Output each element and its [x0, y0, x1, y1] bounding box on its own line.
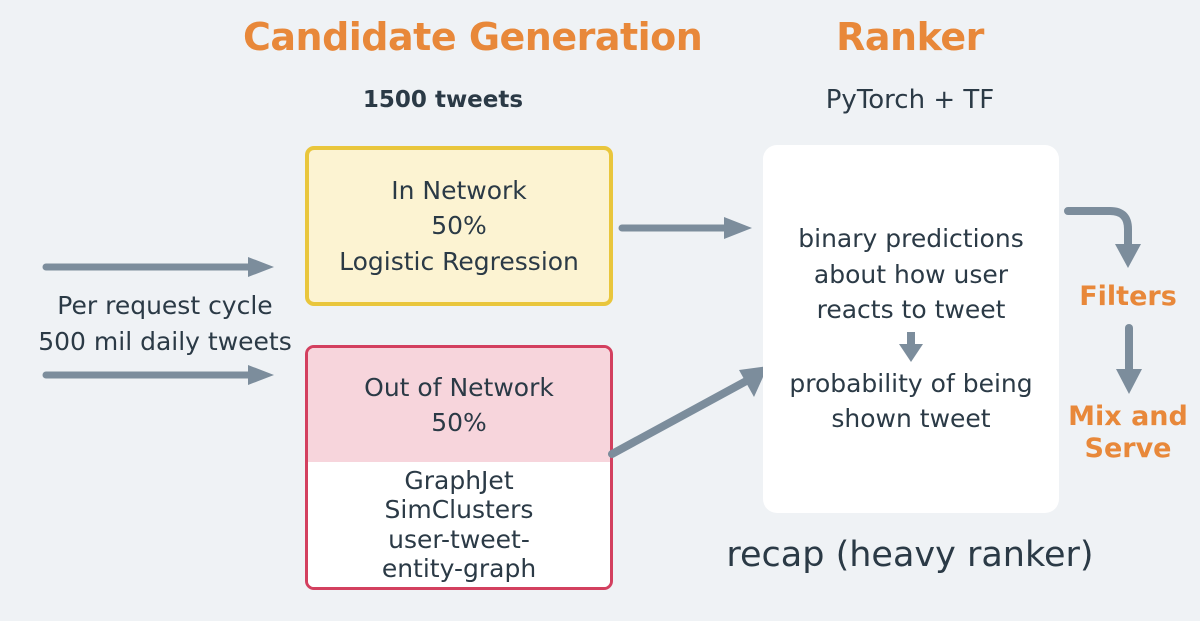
in-network-line-3: Logistic Regression — [339, 246, 579, 276]
out-of-network-detail-3: user-tweet- — [388, 524, 530, 554]
ranker-line-4: probability of being — [789, 368, 1033, 398]
recap-caption: recap (heavy ranker) — [726, 535, 1094, 575]
in-network-line-1: In Network — [391, 175, 527, 205]
out-of-network-header: Out of Network 50% — [308, 348, 610, 462]
in-network-box[interactable]: In Network 50% Logistic Regression — [305, 146, 613, 306]
stage-label-mix-and-serve-line1[interactable]: Mix and — [1068, 401, 1188, 432]
in-network-line-2: 50% — [431, 211, 487, 241]
ranker-title: Ranker — [836, 15, 984, 59]
ranker-to-filters-arrow — [1064, 207, 1141, 268]
ranker-line-3: reacts to tweet — [816, 295, 1006, 325]
stage-label-filters[interactable]: Filters — [1079, 281, 1177, 312]
input-label-line2: 500 mil daily tweets — [38, 327, 292, 356]
ranker-subtitle: PyTorch + TF — [825, 85, 995, 115]
out-of-network-to-ranker-arrow — [608, 366, 768, 458]
filters-to-mix-and-serve-arrow — [1116, 324, 1142, 394]
out-of-network-detail-4: entity-graph — [381, 554, 537, 583]
ranker-line-1: binary predictions — [798, 224, 1024, 254]
in-network-to-ranker-arrow — [618, 217, 752, 239]
input-to-out-of-network-arrow — [42, 365, 274, 385]
out-of-network-detail-1: GraphJet — [404, 465, 514, 495]
ranker-line-2: about how user — [813, 259, 1009, 289]
candidate-generation-title: Candidate Generation — [243, 15, 703, 59]
out-of-network-line-2: 50% — [431, 408, 487, 437]
candidate-generation-subtitle: 1500 tweets — [362, 87, 524, 113]
out-of-network-line-1: Out of Network — [364, 372, 554, 402]
ranker-line-5: shown tweet — [831, 404, 991, 434]
input-to-in-network-arrow — [42, 257, 274, 277]
ranker-card[interactable]: binary predictions about how user reacts… — [763, 145, 1059, 513]
out-of-network-detail-2: SimClusters — [384, 495, 534, 524]
input-label-line1: Per request cycle — [57, 291, 273, 320]
down-arrow-icon — [896, 329, 926, 365]
out-of-network-box[interactable]: Out of Network 50% GraphJet SimClusters … — [305, 345, 613, 590]
out-of-network-details: GraphJet SimClusters user-tweet- entity-… — [308, 462, 610, 587]
stage-label-mix-and-serve-line2[interactable]: Serve — [1084, 433, 1172, 464]
